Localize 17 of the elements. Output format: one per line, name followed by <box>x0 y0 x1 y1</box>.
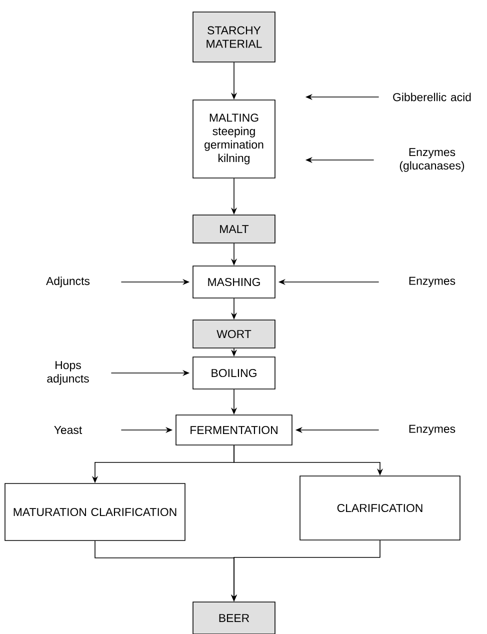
input-label: Yeast <box>54 426 82 434</box>
process-box: MALTING steeping germination kilning <box>192 100 276 178</box>
input-label: Enzymes <box>409 276 456 288</box>
input-label: Adjuncts <box>46 276 90 288</box>
process-box: BOILING <box>192 356 276 390</box>
input-label: Enzymes <box>409 424 456 436</box>
input-label: Gibberellic acid <box>393 92 471 102</box>
process-box: FERMENTATION <box>176 414 292 446</box>
material-box: STARCHY MATERIAL <box>192 12 276 62</box>
process-box: MASHING <box>192 266 276 298</box>
process-box: MATURATION CLARIFICATION <box>4 483 186 541</box>
material-box: MALT <box>192 214 276 244</box>
material-box: BEER <box>192 602 276 634</box>
input-label: Hops adjuncts <box>47 361 89 385</box>
process-box: CLARIFICATION <box>300 476 460 540</box>
input-label: Enzymes (glucanases) <box>400 148 464 172</box>
material-box: WORT <box>192 320 276 348</box>
